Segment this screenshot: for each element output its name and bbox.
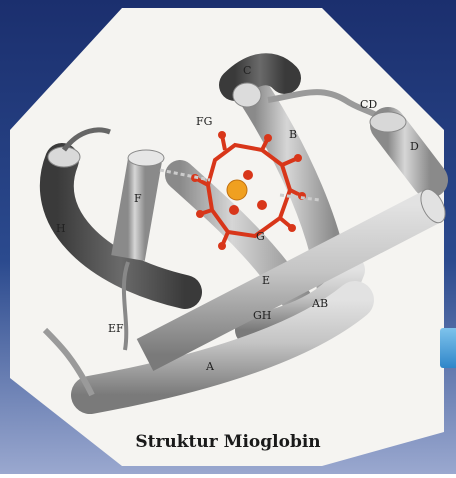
- label-fg: FG: [196, 115, 212, 128]
- helix-f-cap: [128, 150, 164, 166]
- label-c: C: [243, 64, 251, 77]
- label-h: H: [56, 222, 66, 235]
- side-tab-icon: [440, 328, 456, 368]
- label-b: B: [289, 128, 297, 141]
- label-f: F: [134, 192, 142, 205]
- iron-atom: [227, 180, 247, 200]
- label-d: D: [410, 140, 419, 153]
- helix-d-cap: [370, 112, 406, 132]
- helix-h-cap: [48, 147, 80, 167]
- figure-caption: Struktur Mioglobin: [0, 432, 456, 452]
- helix-c-cap: [233, 83, 261, 107]
- label-a: A: [205, 360, 215, 373]
- label-cd: CD: [360, 98, 377, 111]
- label-ab: AB: [311, 297, 328, 310]
- helix-f: [128, 160, 145, 258]
- label-gh: GH: [253, 309, 271, 322]
- label-e: E: [262, 274, 270, 287]
- label-g: G: [256, 230, 265, 243]
- label-ef: EF: [108, 322, 124, 335]
